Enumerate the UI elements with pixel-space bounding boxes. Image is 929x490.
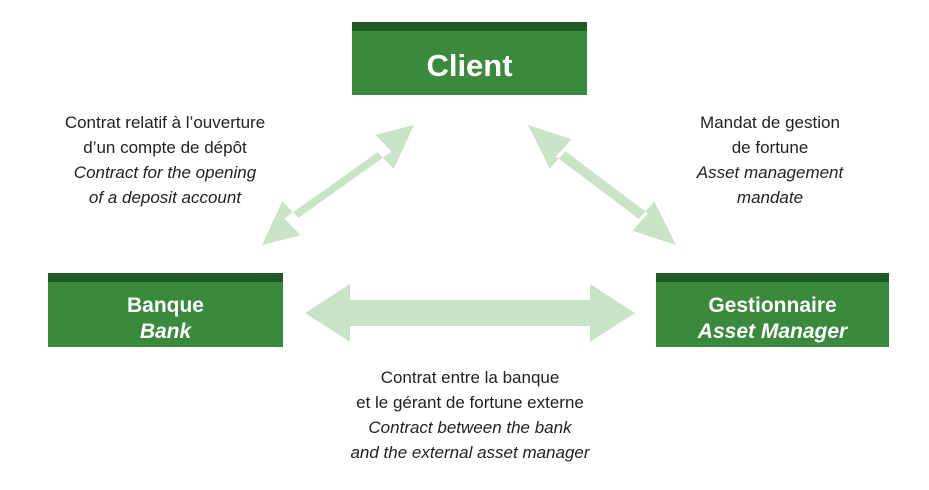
bank-manager-fr-line1: Contrat entre la banque: [380, 368, 560, 387]
bank-subtitle: Bank: [139, 320, 192, 343]
client-bank-en-line1: Contract for the opening: [73, 163, 257, 182]
client-manager-en-line1: Asset management: [696, 163, 844, 182]
client-box: Client: [352, 22, 587, 95]
bank-manager-en-line1: Contract between the bank: [368, 418, 572, 437]
client-bank-fr-line1: Contrat relatif à l’ouverture: [64, 113, 266, 132]
client-manager-en-line2: mandate: [736, 188, 804, 207]
bank-manager-label: Contrat entre la banque et le gérant de …: [300, 365, 640, 465]
manager-subtitle: Asset Manager: [697, 320, 848, 343]
arrow-bank-manager: [305, 284, 635, 342]
bank-title: Banque: [126, 294, 204, 317]
arrow-client-bank: [262, 125, 414, 245]
arrow-client-manager: [528, 125, 676, 245]
bank-box: Banque Bank: [48, 273, 283, 347]
bank-manager-en-line2: and the external asset manager: [350, 443, 590, 462]
manager-title: Gestionnaire: [708, 294, 837, 317]
client-manager-label: Mandat de gestion de fortune Asset manag…: [670, 110, 870, 210]
client-title: Client: [426, 48, 513, 83]
client-bank-fr-line2: d’un compte de dépôt: [83, 138, 247, 157]
client-manager-fr-line1: Mandat de gestion: [700, 113, 840, 132]
manager-box: Gestionnaire Asset Manager: [656, 273, 889, 347]
bank-manager-fr-line2: et le gérant de fortune externe: [356, 393, 584, 412]
client-bank-en-line2: of a deposit account: [88, 188, 242, 207]
client-bank-label: Contrat relatif à l’ouverture d’un compt…: [30, 110, 300, 210]
client-manager-fr-line2: de fortune: [731, 138, 809, 157]
